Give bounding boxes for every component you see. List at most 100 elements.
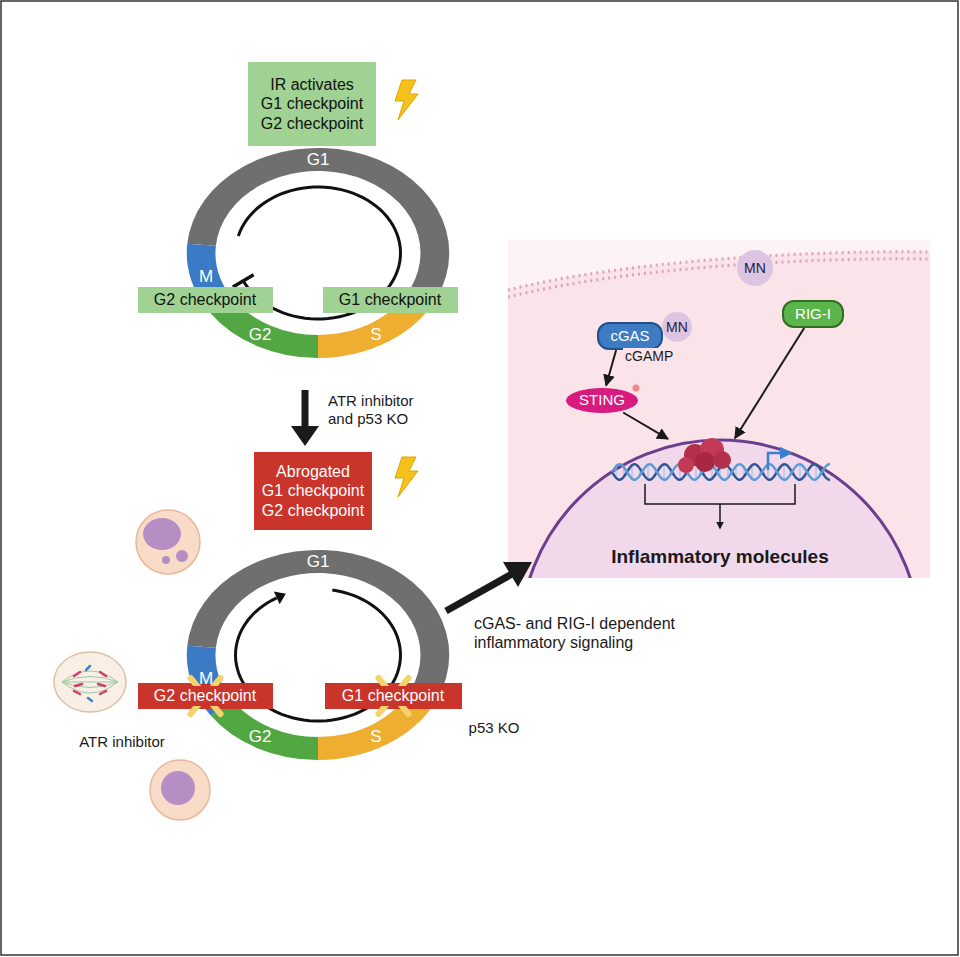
phase-segment: [210, 702, 318, 760]
phase-label: G2: [249, 727, 272, 747]
base-pair: [799, 464, 800, 480]
treatment-label: p53 KO: [469, 719, 520, 737]
checkpoint-box: G2 checkpoint: [138, 683, 273, 709]
signal-arrow: [735, 328, 804, 438]
micronucleated-cell: [136, 510, 200, 574]
pathway-label: cGAS- and RIG-I dependent inflammatory s…: [474, 614, 699, 652]
arrowhead: [291, 426, 319, 446]
checkpoint-box: G1 checkpoint: [323, 287, 458, 313]
inhibition-bar: [233, 275, 254, 287]
protein-blob: [695, 452, 715, 472]
node-text: G1 checkpoint G2 checkpoint: [260, 481, 366, 519]
phase-segment: [187, 148, 449, 297]
node-text: Inflammatory molecules: [611, 546, 829, 569]
membrane: [508, 259, 930, 297]
protein-blob: [678, 457, 694, 473]
cell: [150, 760, 210, 820]
blocked-cycle-arc: [238, 187, 400, 319]
treatment-label: ATR inhibitor: [79, 733, 165, 751]
phase-label: S: [370, 727, 381, 747]
phase-segment: [187, 646, 234, 715]
cell: [136, 510, 200, 574]
cell-panel: [508, 240, 930, 578]
cell: [150, 760, 210, 820]
micronucleus: [162, 556, 170, 564]
checkpoint-box: G2 checkpoint: [138, 287, 273, 313]
phase-segment: [210, 300, 318, 358]
node-text: MN: [666, 319, 688, 336]
transcription-arrow: [768, 453, 790, 470]
base-pair: [663, 464, 664, 480]
node-text: G1 checkpoint G2 checkpoint: [254, 94, 370, 132]
membrane: [508, 252, 930, 290]
transition-arrow: [446, 574, 512, 611]
cycle-ring: [187, 148, 450, 358]
phase-label: G2: [249, 325, 272, 345]
sensor-pill: cGAS: [597, 322, 663, 350]
nucleus-outline: [520, 440, 920, 578]
micronucleus: [176, 550, 188, 562]
signal-arrow: [606, 350, 616, 386]
phase-segment: [187, 244, 234, 313]
cycle-arc: [236, 590, 401, 721]
node-text: MN: [744, 260, 766, 277]
node-text: G2 checkpoint: [154, 290, 256, 309]
transcription-complex: [645, 438, 795, 528]
base-pair: [647, 464, 648, 479]
cell: [54, 652, 126, 712]
micronucleus: MN: [737, 250, 773, 286]
cgamp-dot: [633, 385, 640, 392]
condition-box: IR activatesG1 checkpoint G2 checkpoint: [248, 62, 376, 146]
node-text: RIG-I: [795, 305, 831, 323]
arrowhead: [274, 591, 286, 604]
edge-label: cGAMP: [623, 348, 675, 364]
nucleus-region: Inflammatory molecules: [580, 440, 860, 572]
phase-label: M: [199, 267, 213, 287]
phase-label: S: [370, 325, 381, 345]
condition-box: AbrogatedG1 checkpoint G2 checkpoint: [254, 452, 372, 530]
abrogation-cross: [190, 678, 220, 714]
chromosome: [74, 672, 106, 694]
node-text: G2 checkpoint: [152, 686, 258, 705]
nucleus: [161, 771, 195, 805]
protein-blob: [713, 451, 731, 469]
nucleus: [143, 518, 181, 550]
bracket: [645, 484, 795, 504]
node-text: IR activates: [270, 75, 354, 94]
checkpoint-box: G1 checkpoint: [325, 683, 462, 709]
node-text: G1 checkpoint: [339, 290, 441, 309]
cell-cycle: [187, 148, 450, 760]
mitotic-cell: [54, 652, 126, 712]
transition-arrow: [302, 390, 309, 428]
lightning-bolt: [395, 457, 418, 497]
node-text: cGAS: [610, 327, 649, 345]
abrogation-cross: [138, 673, 273, 719]
node-text: STING: [579, 391, 625, 409]
arrowhead: [503, 562, 532, 587]
extracellular: [508, 240, 930, 290]
abrogation-cross: [325, 673, 462, 719]
sensor-pill: RIG-I: [782, 300, 844, 328]
base-pair: [815, 464, 816, 479]
signal-arrow: [623, 413, 668, 439]
phase-label: G1: [307, 150, 330, 170]
cycle-ring: [187, 550, 450, 760]
chromosome: [86, 666, 92, 701]
node-text: Abrogated: [276, 462, 350, 481]
phase-label: M: [199, 669, 213, 689]
output-arrow: [719, 504, 721, 528]
abrogation-cross: [378, 678, 408, 714]
lightning-bolt: [395, 80, 418, 120]
phase-segment: [187, 550, 449, 699]
adaptor-ellipse: STING: [566, 388, 638, 413]
treatment-label: ATR inhibitor and p53 KO: [328, 392, 428, 428]
base-pair: [783, 464, 784, 480]
micronucleus: MN: [662, 312, 692, 342]
node-text: G1 checkpoint: [340, 686, 446, 705]
